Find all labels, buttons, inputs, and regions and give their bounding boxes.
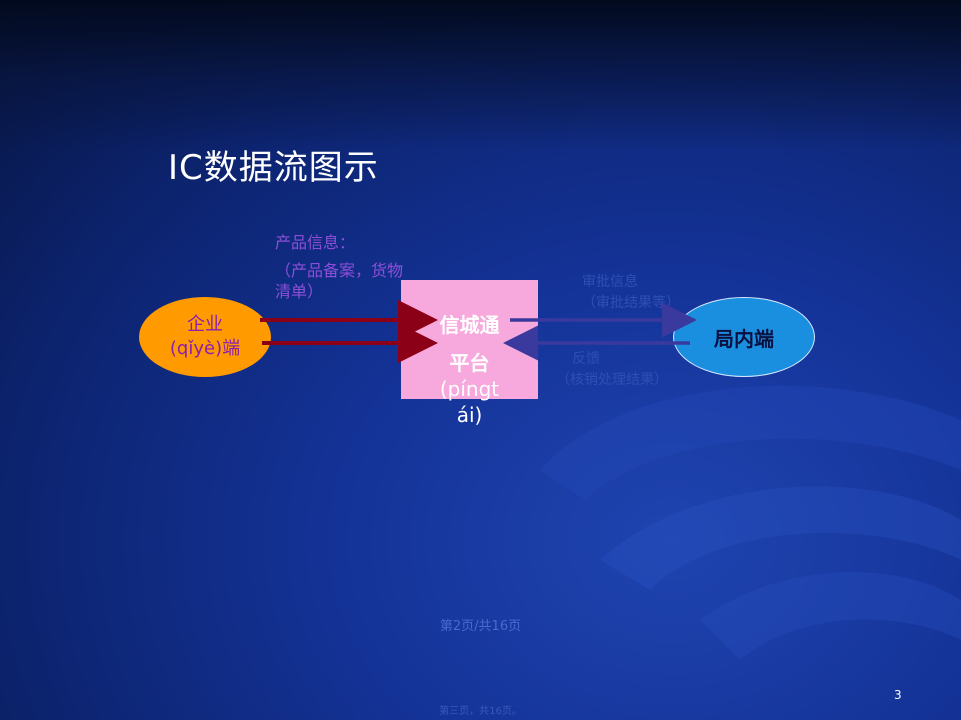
platform-label-line2: 平台 bbox=[449, 351, 490, 375]
background-top-shade bbox=[0, 0, 961, 150]
enterprise-label-line2: (qǐyè)端 bbox=[169, 338, 241, 359]
product-info-label: 产品信息： bbox=[275, 233, 356, 252]
enterprise-node: 企业 (qǐyè)端 bbox=[139, 297, 271, 377]
footer-small-text: 第三页，共16页。 bbox=[439, 706, 522, 717]
slide-title: IC数据流图示 bbox=[168, 148, 379, 188]
platform-label: 信城通 平台 (píngt ái) bbox=[401, 312, 538, 428]
approval-info-detail: （审批结果等） bbox=[582, 295, 680, 311]
platform-label-line3: (píngt bbox=[439, 377, 500, 401]
feedback-detail: （核销处理结果） bbox=[556, 372, 668, 388]
feedback-label: 反馈 bbox=[572, 351, 600, 367]
footer-page-indicator: 第2页/共16页 bbox=[439, 619, 522, 634]
bureau-label: 局内端 bbox=[714, 326, 774, 351]
platform-label-line4: ái) bbox=[456, 403, 483, 427]
product-info-detail-line1: （产品备案，货物 bbox=[275, 261, 404, 280]
approval-info-label: 审批信息 bbox=[582, 274, 638, 290]
platform-label-line1: 信城通 bbox=[439, 313, 500, 337]
product-info-detail-line2: 清单） bbox=[275, 282, 324, 301]
slide-number: 3 bbox=[894, 688, 902, 702]
enterprise-label-line1: 企业 bbox=[187, 314, 223, 335]
